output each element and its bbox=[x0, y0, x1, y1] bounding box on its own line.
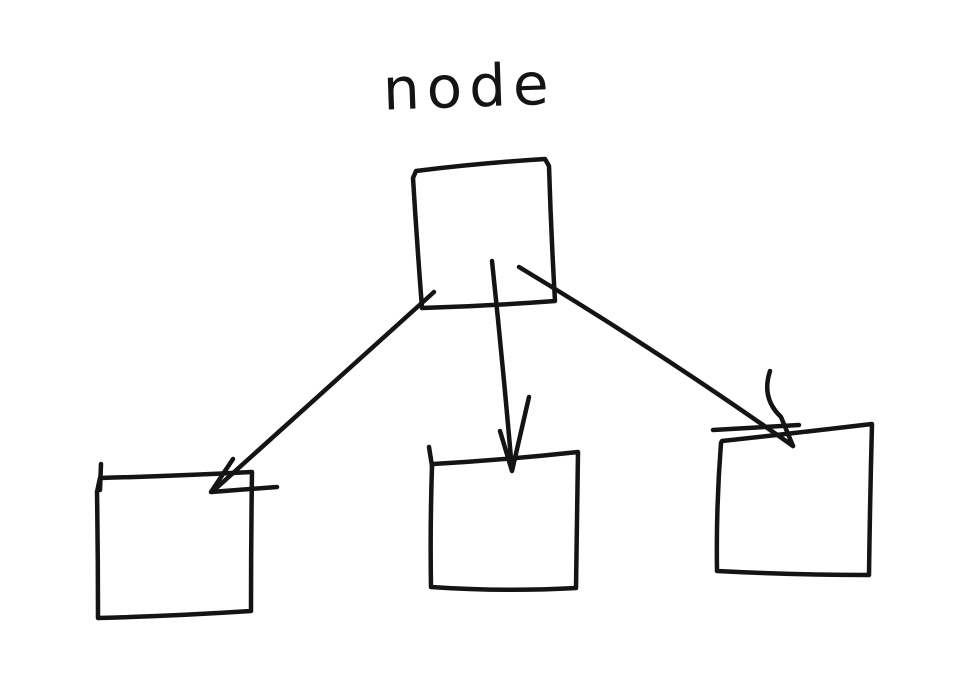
edge-root-to-center-arrowhead bbox=[497, 394, 532, 474]
root-node-label: node bbox=[382, 50, 557, 124]
child-center-box-tick bbox=[426, 444, 435, 469]
root-node-box bbox=[410, 156, 558, 311]
ink-layer: node bbox=[94, 50, 875, 621]
child-right-box bbox=[714, 421, 875, 578]
edge-root-to-center-line bbox=[489, 258, 515, 473]
child-left-box bbox=[94, 469, 255, 621]
edge-root-to-right-line bbox=[516, 264, 796, 449]
child-center-box bbox=[428, 449, 581, 593]
child-left-box-tick bbox=[97, 461, 104, 493]
edge-root-to-left-arrowhead bbox=[208, 456, 280, 495]
edge-root-to-left-line bbox=[209, 289, 437, 495]
edge-root-to-right-arrowhead bbox=[765, 368, 796, 449]
child-right-box-tick bbox=[710, 422, 802, 433]
